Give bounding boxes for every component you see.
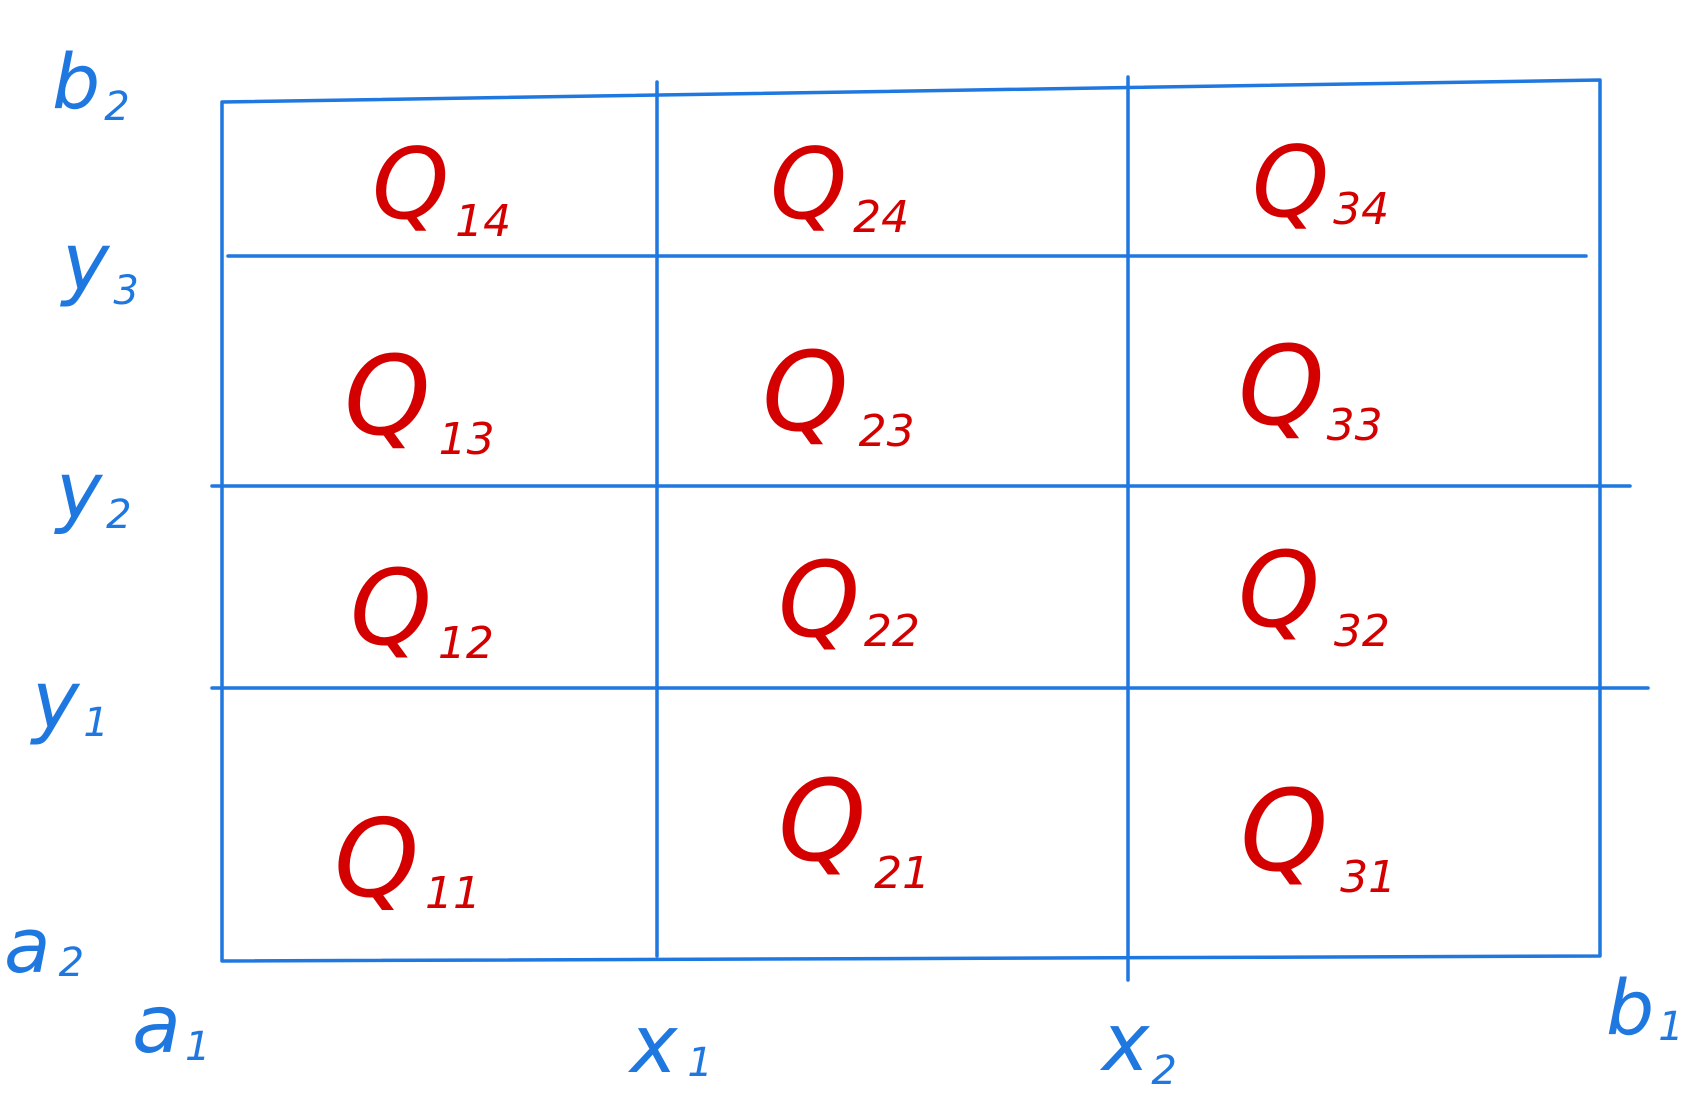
label-b1-sub: 1 [1658, 1004, 1683, 1050]
cell-q23-sub: 23 [859, 406, 915, 457]
label-y1-main: y [30, 654, 81, 747]
label-x2: x2 [1099, 996, 1177, 1094]
cell-q23-main: Q [762, 328, 849, 456]
label-y1-sub: 1 [83, 700, 108, 746]
cell-q21-sub: 21 [874, 848, 930, 899]
cell-q13-sub: 13 [439, 414, 495, 465]
label-y2-sub: 2 [106, 492, 131, 538]
label-b2-main: b [52, 37, 100, 126]
cell-q24-sub: 24 [853, 192, 909, 243]
cell-q22-sub: 22 [864, 606, 920, 657]
cell-q33: Q33 [1238, 322, 1383, 451]
cell-q32: Q 32 [1238, 529, 1390, 657]
label-a2-sub: 2 [59, 940, 84, 986]
cell-q32-sub: 32 [1334, 606, 1390, 657]
label-y3-main: y [60, 216, 111, 309]
cell-q22: Q22 [778, 539, 920, 661]
cell-q33-sub: 33 [1327, 400, 1383, 451]
label-x2-sub: 2 [1151, 1048, 1176, 1094]
cell-q34-main: Q [1252, 126, 1329, 240]
cell-q31-main: Q [1240, 767, 1328, 897]
label-y2-main: y [54, 447, 104, 537]
cell-q21-main: Q [778, 757, 866, 887]
label-b1-main: b [1606, 963, 1654, 1052]
label-a1-sub: 1 [185, 1024, 210, 1070]
outer-rectangle [220, 78, 1602, 963]
cell-q33-main: Q [1238, 322, 1325, 450]
cell-q22-main: Q [778, 539, 860, 661]
label-a1-main: a [132, 978, 181, 1071]
label-x1-sub: 1 [687, 1040, 712, 1086]
label-x1-main: x [627, 998, 679, 1091]
label-y3-sub: 3 [113, 268, 138, 314]
cell-q34: Q34 [1252, 126, 1389, 240]
label-x2-main: x [1099, 996, 1151, 1089]
label-a2-main: a [4, 901, 51, 990]
cell-q14-main: Q [372, 128, 449, 242]
cell-q32-main: Q [1238, 529, 1320, 651]
cell-q11-main: Q [334, 797, 419, 922]
cell-q12-main: Q [350, 547, 432, 669]
cell-q13-main: Q [344, 332, 431, 460]
cell-q12-sub: 12 [438, 618, 494, 669]
cell-q31-sub: 31 [1340, 852, 1396, 903]
cell-q14-sub: 14 [455, 196, 511, 247]
cell-q34-sub: 34 [1333, 184, 1389, 235]
cell-q24-main: Q [770, 128, 847, 242]
label-b2-sub: 2 [104, 84, 129, 130]
cell-q11-sub: 11 [425, 868, 481, 919]
